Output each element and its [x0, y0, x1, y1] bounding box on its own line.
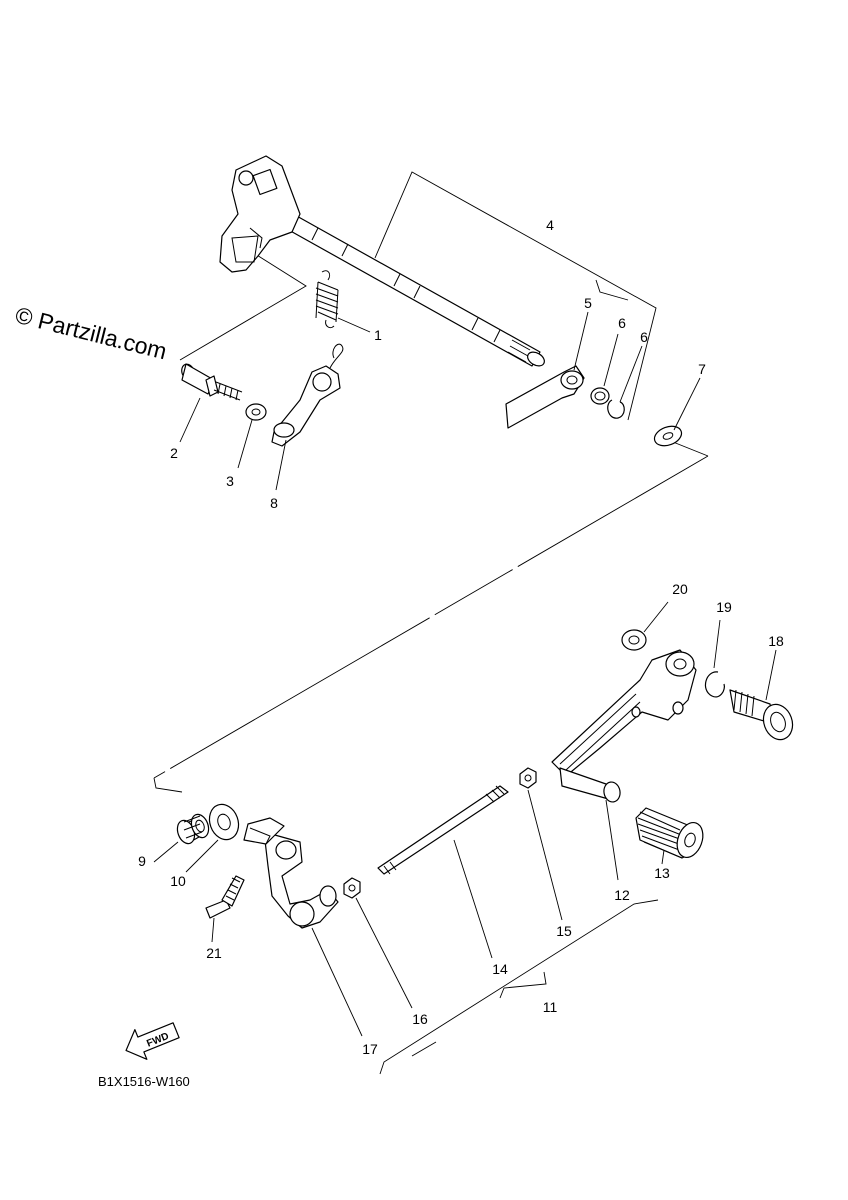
- callout-8: 8: [270, 495, 278, 511]
- leader-6b: [619, 345, 643, 403]
- part-callouts: 1 2 3 4 5 6 6 7 8 9 10 11 12 13 14 15 16…: [138, 217, 784, 1057]
- bracket-4: [374, 171, 657, 421]
- reference-line: [153, 455, 709, 779]
- callout-16: 16: [412, 1011, 428, 1027]
- shift-pedal: [551, 649, 697, 803]
- locknut-15: [519, 767, 537, 789]
- locknut-16: [343, 877, 361, 899]
- shift-arm: [243, 817, 339, 929]
- reference-line-end: [153, 777, 183, 793]
- leader-1: [337, 317, 371, 333]
- callout-5: 5: [584, 295, 592, 311]
- leader-2: [179, 397, 201, 443]
- shift-shaft: [219, 155, 545, 367]
- callout-7: 7: [698, 361, 706, 377]
- stopper-lever: [271, 343, 344, 447]
- watermark-text: © Partzilla.com: [13, 302, 170, 365]
- circlip-19: [704, 671, 725, 698]
- callout-12: 12: [614, 887, 630, 903]
- pivot-bolt: [181, 363, 243, 401]
- return-spring: [315, 270, 339, 329]
- washer-20: [621, 629, 647, 651]
- callout-13: 13: [654, 865, 670, 881]
- leader-6a: [603, 333, 619, 387]
- callout-11: 11: [543, 999, 558, 1015]
- callout-20: 20: [672, 581, 688, 597]
- pivot-bolt-18: [729, 689, 794, 741]
- callout-18: 18: [768, 633, 784, 649]
- drawing-code: B1X1516-W160: [98, 1074, 190, 1089]
- callout-6b: 6: [640, 329, 648, 345]
- washer-7: [653, 425, 683, 447]
- callout-19: 19: [716, 599, 732, 615]
- circlip-6a: [590, 387, 610, 405]
- forward-direction-arrow: FWD: [125, 1022, 180, 1060]
- callout-17: 17: [362, 1041, 378, 1057]
- callout-6a: 6: [618, 315, 626, 331]
- spring-hook: [505, 365, 585, 429]
- callout-1: 1: [374, 327, 382, 343]
- shift-shaft-assembly: [153, 155, 709, 793]
- leader-7: [673, 377, 701, 431]
- leader-3: [237, 419, 253, 469]
- collar-9: [176, 813, 210, 845]
- bracket-2: [179, 251, 307, 361]
- callout-3: 3: [226, 473, 234, 489]
- callout-14: 14: [492, 961, 508, 977]
- callout-2: 2: [170, 445, 178, 461]
- washer-3: [245, 403, 267, 421]
- callout-10: 10: [170, 873, 186, 889]
- pedal-rubber: [635, 807, 704, 859]
- leader-5: [573, 311, 589, 371]
- leader-8: [275, 439, 287, 491]
- callout-21: 21: [206, 945, 222, 961]
- bracket-17-12: [379, 899, 659, 1075]
- callout-15: 15: [556, 923, 572, 939]
- washer-10: [208, 803, 240, 841]
- callout-4: 4: [546, 217, 554, 233]
- bolt-21: [205, 875, 245, 919]
- bracket-11: [499, 971, 547, 999]
- shift-rod: [377, 785, 509, 875]
- leader-4-branch: [595, 279, 629, 301]
- circlip-6b: [607, 399, 625, 419]
- shift-pedal-assembly: [153, 601, 794, 1075]
- callout-9: 9: [138, 853, 146, 869]
